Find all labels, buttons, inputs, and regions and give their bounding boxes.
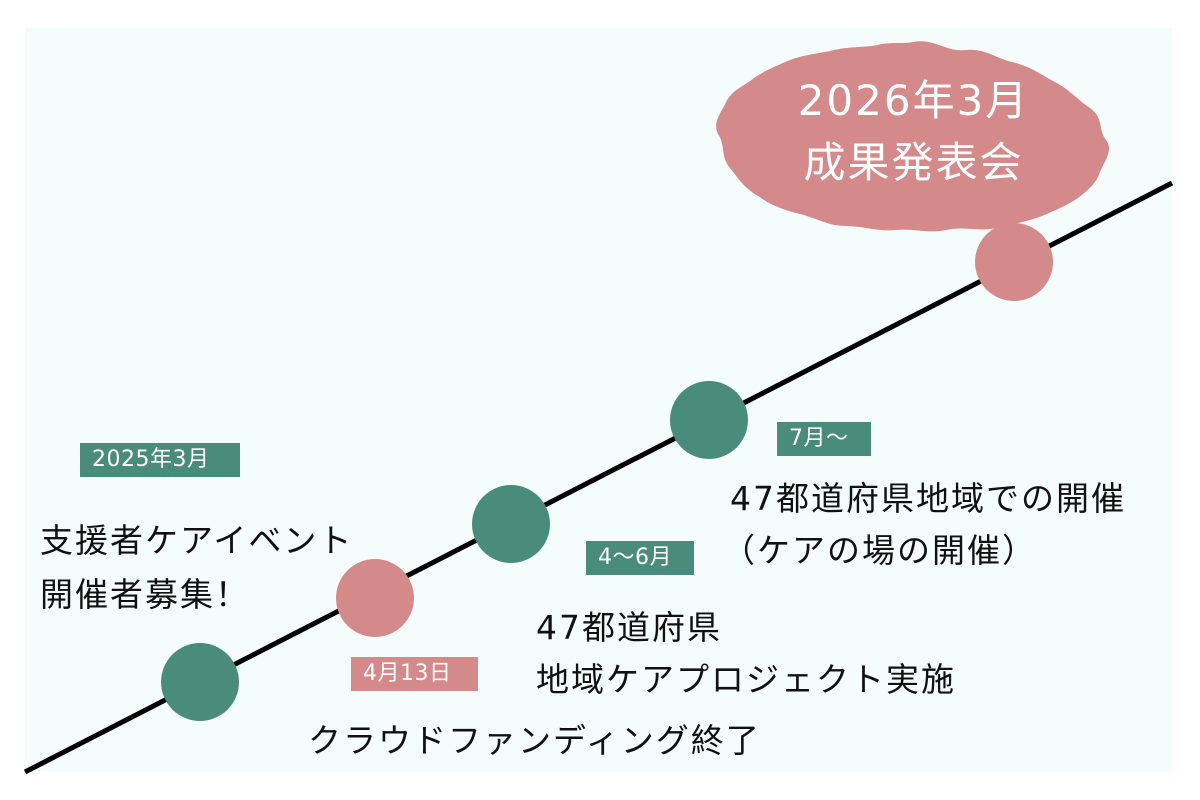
timeline-node-4 xyxy=(670,381,748,459)
timeline-node-3 xyxy=(472,485,550,563)
highlight-bubble xyxy=(716,41,1110,232)
milestone-4-line-1: 47都道府県地域での開催 xyxy=(730,479,1126,518)
date-tag-2025-03: 2025年3月 xyxy=(80,443,240,477)
milestone-3-line-1: 47都道府県 xyxy=(536,608,722,647)
highlight-date: 2026年3月 xyxy=(797,76,1030,125)
milestone-1-line-2: 開催者募集！ xyxy=(40,575,250,614)
milestone-3-line-2: 地域ケアプロジェクト実施 xyxy=(536,660,956,699)
timeline-node-5 xyxy=(975,223,1053,301)
timeline-node-1 xyxy=(161,643,239,721)
highlight-title: 成果発表会 xyxy=(803,138,1024,187)
timeline-node-2 xyxy=(336,559,414,637)
milestone-1-line-1: 支援者ケアイベント xyxy=(40,521,354,560)
date-tag-07: 7月〜 xyxy=(777,422,871,456)
date-tag-04-13: 4月13日 xyxy=(351,657,478,691)
date-tag-04-06: 4〜6月 xyxy=(586,541,694,575)
milestone-2-line-1: クラウドファンディング終了 xyxy=(308,721,761,760)
highlight-bubble-text: 2026年3月 成果発表会 xyxy=(715,70,1112,194)
milestone-4-line-2: （ケアの場の開催） xyxy=(722,531,1037,570)
